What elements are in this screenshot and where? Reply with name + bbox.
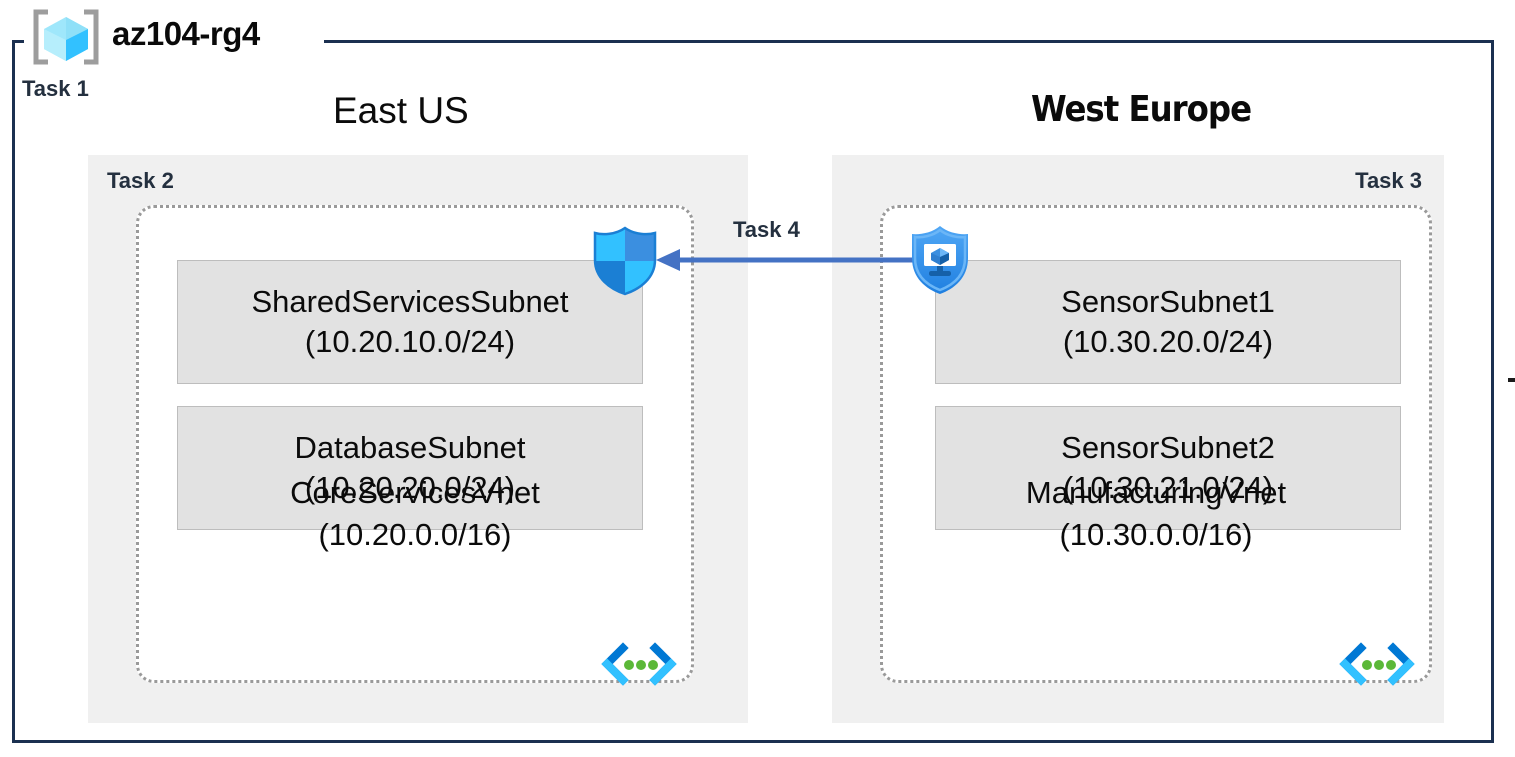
resource-group-frame xyxy=(12,40,1494,743)
vnet-icon xyxy=(601,640,677,688)
vnet-cidr: (10.20.0.0/16) xyxy=(318,517,512,552)
vnet-icon xyxy=(1339,640,1415,688)
subnet-name: SharedServicesSubnet xyxy=(251,284,569,319)
resource-group-cube-icon xyxy=(24,8,108,66)
subnet-name: DatabaseSubnet xyxy=(294,430,526,465)
task-1-label: Task 1 xyxy=(22,76,89,101)
task-4-label: Task 4 xyxy=(733,217,800,242)
subnet-sensorsubnet1: SensorSubnet1 (10.30.20.0/24) xyxy=(935,260,1401,384)
subnet-cidr: (10.20.20.0/24) xyxy=(304,470,516,505)
region-heading-west-europe: West Europe xyxy=(1031,89,1252,130)
vnet-name: CoreServicesVnet xyxy=(290,475,540,510)
subnet-databasesubnet: DatabaseSubnet (10.20.20.0/24) xyxy=(177,406,643,530)
subnet-cidr: (10.30.21.0/24) xyxy=(1062,470,1274,505)
vnet-box-manufacturingvnet: SensorSubnet1 (10.30.20.0/24) SensorSubn… xyxy=(880,205,1432,686)
vnet-name: ManufacturingVnet xyxy=(1025,475,1287,510)
network-security-group-shield-icon xyxy=(592,226,658,296)
subnet-name: SensorSubnet1 xyxy=(1061,284,1275,319)
vnet-cidr: (10.30.0.0/16) xyxy=(1059,517,1253,552)
region-heading-east-us: East US xyxy=(333,90,469,131)
subnet-cidr: (10.20.10.0/24) xyxy=(304,324,516,359)
defender-shield-vm-icon xyxy=(908,224,972,296)
subnet-sensorsubnet2: SensorSubnet2 (10.30.21.0/24) xyxy=(935,406,1401,530)
peering-arrow xyxy=(648,240,924,280)
subnet-cidr: (10.30.20.0/24) xyxy=(1062,324,1274,359)
edge-tick-mark xyxy=(1508,378,1515,382)
vnet-box-coreservicesvnet: SharedServicesSubnet (10.20.10.0/24) Dat… xyxy=(136,205,694,686)
subnet-name: SensorSubnet2 xyxy=(1061,430,1275,465)
vnet-caption-coreservicesvnet: CoreServicesVnet (10.20.0.0/16) xyxy=(139,472,691,556)
task-2-label: Task 2 xyxy=(107,168,174,193)
subnet-sharedservicessubnet: SharedServicesSubnet (10.20.10.0/24) xyxy=(177,260,643,384)
resource-group-name: az104-rg4 xyxy=(112,15,260,52)
task-3-label: Task 3 xyxy=(1355,168,1422,193)
vnet-caption-manufacturingvnet: ManufacturingVnet (10.30.0.0/16) xyxy=(883,472,1429,556)
